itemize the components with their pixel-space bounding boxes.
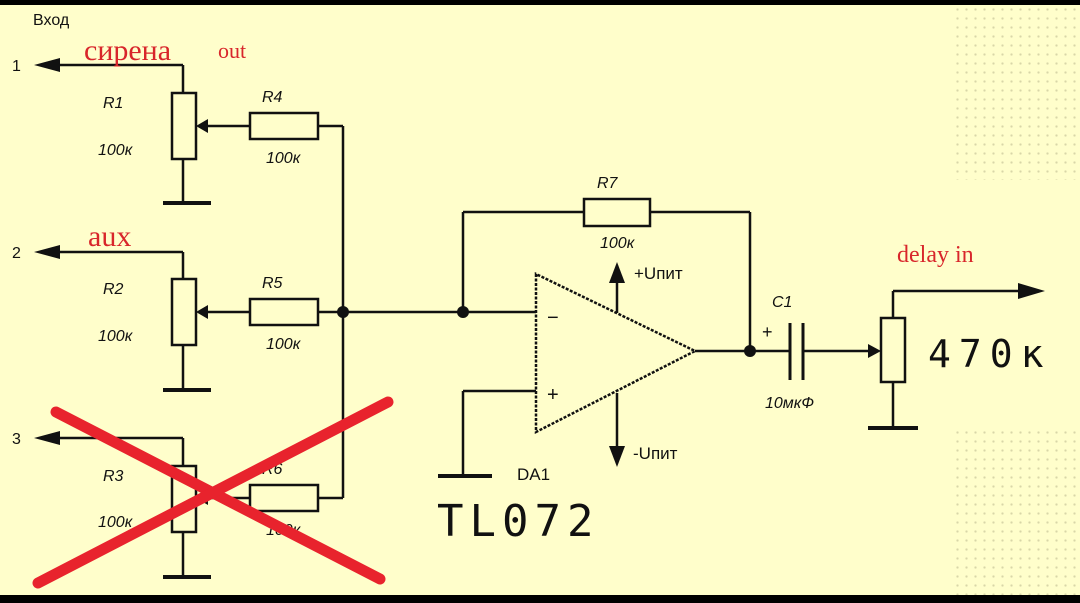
r7-label: R7 xyxy=(597,175,619,192)
siren-out-annotation: out xyxy=(218,38,246,63)
r2-label: R2 xyxy=(103,281,124,298)
r7-value: 100к xyxy=(600,235,636,252)
input-3-arrow-icon xyxy=(34,431,60,445)
vminus-label: -Uпит xyxy=(633,444,678,463)
r3-value: 100к xyxy=(98,514,134,531)
c1-label: C1 xyxy=(772,294,792,311)
input-1-arrow-icon xyxy=(34,58,60,72)
pot-r1 xyxy=(170,91,198,161)
opamp-da1 xyxy=(438,272,698,478)
channel-1-wiring xyxy=(50,63,345,498)
vplus-arrow-icon xyxy=(609,262,625,283)
input-3-number: 3 xyxy=(12,431,21,448)
siren-annotation: сирена xyxy=(84,34,171,67)
r1-label: R1 xyxy=(103,95,123,112)
r2-value: 100к xyxy=(98,328,134,345)
resistor-r5 xyxy=(248,297,320,327)
chip-handwritten-label: TL072 xyxy=(437,496,599,547)
aux-annotation: aux xyxy=(88,220,131,253)
pot-470k xyxy=(879,316,907,384)
delay-out-arrow-icon xyxy=(1018,283,1045,299)
pot-r2 xyxy=(170,277,198,347)
r1-value: 100к xyxy=(98,142,134,159)
r4-label: R4 xyxy=(262,89,283,106)
vminus-arrow-icon xyxy=(609,446,625,467)
delay-in-annotation: delay in xyxy=(897,242,974,268)
r3-label: R3 xyxy=(103,468,124,485)
feedback-wiring xyxy=(461,197,752,351)
input-1-number: 1 xyxy=(12,58,21,75)
resistor-r4 xyxy=(248,111,320,141)
input-2-arrow-icon xyxy=(34,245,60,259)
c1-value: 10мкФ xyxy=(765,395,814,412)
vplus-label: +Uпит xyxy=(634,264,683,283)
output-wiring xyxy=(695,289,1020,430)
c1-polarity: + xyxy=(762,322,773,342)
wiper-r2-icon xyxy=(196,305,208,319)
input-2-number: 2 xyxy=(12,245,21,262)
junction-dot xyxy=(457,306,469,318)
input-title: Вход xyxy=(33,12,70,29)
wiper-470k-icon xyxy=(868,344,881,358)
opamp-designator: DA1 xyxy=(517,465,550,484)
resistor-r7 xyxy=(582,197,652,228)
crossed-out-channel-3 xyxy=(32,396,394,589)
dot-grid-gap xyxy=(953,180,1080,425)
wiper-r1-icon xyxy=(196,119,208,133)
opamp-minus-label: − xyxy=(547,307,559,329)
r4-value: 100к xyxy=(266,150,302,167)
opamp-plus-label: + xyxy=(547,384,559,406)
junction-dot xyxy=(744,345,756,357)
junction-dot xyxy=(337,306,349,318)
pot-value-handwritten-label: 470к xyxy=(928,332,1052,376)
resistor-r6 xyxy=(248,483,320,513)
r5-value: 100к xyxy=(266,336,302,353)
r5-label: R5 xyxy=(262,275,283,292)
